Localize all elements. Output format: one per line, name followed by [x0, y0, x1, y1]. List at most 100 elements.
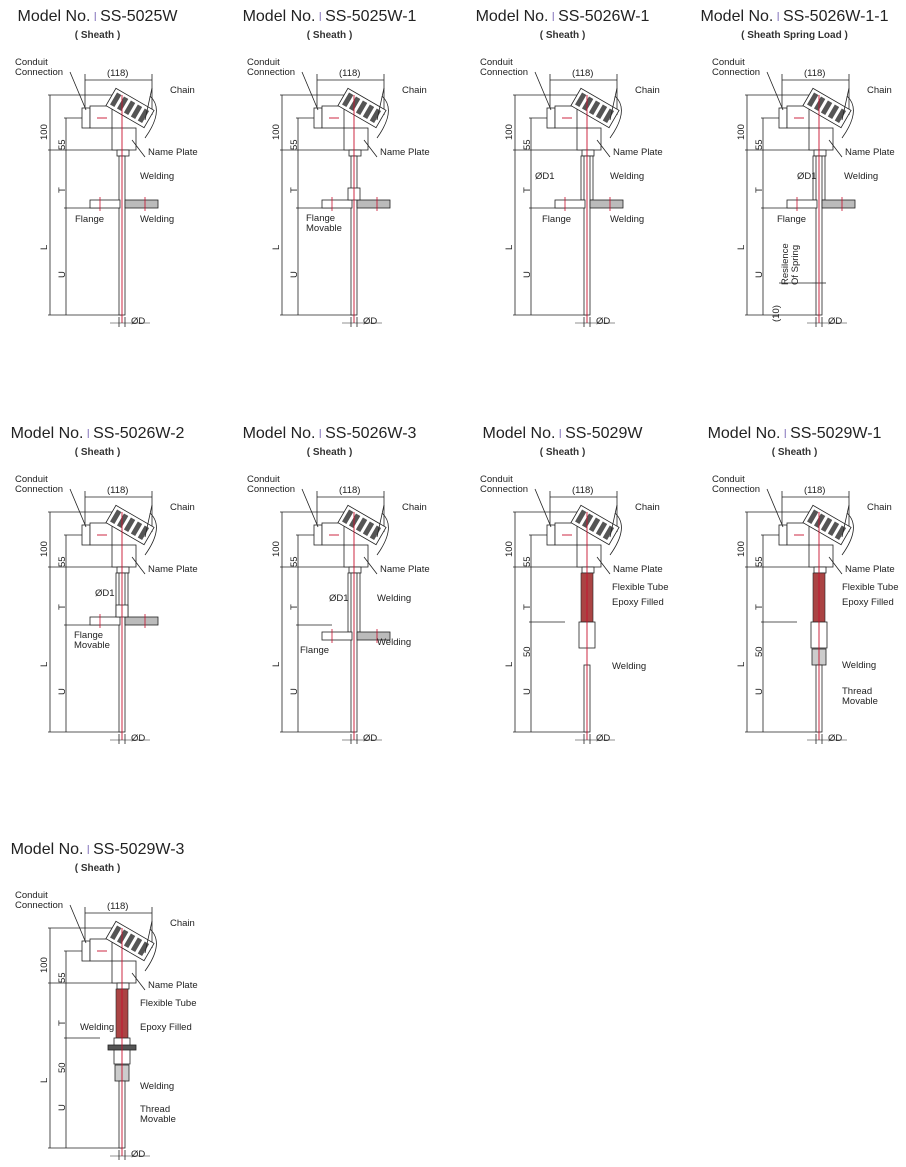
callout-label: 50: [57, 1062, 68, 1073]
flange-right-hatched: [356, 199, 391, 209]
dim-l-label: L: [39, 1077, 50, 1083]
line: [363, 556, 378, 575]
cover-fin: [827, 104, 840, 120]
hex-nut: [116, 566, 130, 574]
callout-label: ØD1: [95, 588, 115, 599]
name-plate-label: Name Plate: [845, 564, 895, 575]
title-prefix: Model No.: [242, 425, 316, 442]
dim-u-label: U: [754, 688, 765, 695]
title-separator: I: [86, 426, 91, 441]
callout-label: 50: [754, 646, 765, 657]
callout-label: ØD1: [797, 171, 817, 182]
chain-icon: [841, 95, 854, 139]
cover-fin: [123, 100, 136, 116]
cover-fin: [362, 104, 375, 120]
line: [841, 87, 850, 121]
callout-label: Thread Movable: [140, 1104, 176, 1125]
cover-fin: [110, 925, 122, 941]
name-plate-label: Name Plate: [380, 564, 430, 575]
callout-label: Welding: [610, 171, 645, 182]
dim-l-label: L: [39, 244, 50, 250]
terminal-body: [321, 105, 345, 129]
callout-label: Flange: [75, 214, 105, 225]
callout-label: Flange: [300, 645, 330, 656]
chain-label: Chain: [402, 85, 427, 96]
dim-d-label: ØD: [596, 733, 611, 744]
hex-nut: [348, 566, 362, 574]
model-subtitle: ( Sheath ): [74, 447, 121, 458]
line: [841, 504, 850, 538]
cover-fin: [137, 108, 150, 124]
chain-icon: [144, 928, 157, 972]
cover-fin: [355, 100, 368, 116]
cover-fin: [342, 509, 354, 525]
cover-fin: [813, 513, 826, 529]
cover-fin: [116, 96, 129, 112]
cover-fin: [130, 104, 143, 120]
callout-label: Epoxy Filled: [842, 597, 894, 608]
dim-100-label: 100: [39, 124, 50, 140]
line: [144, 504, 153, 538]
callout-label: Welding: [844, 171, 879, 182]
model-subtitle: ( Sheath ): [771, 447, 818, 458]
callout-label: Flexible Tube: [612, 582, 669, 593]
flange-left: [554, 199, 586, 209]
thermocouple-drawing: [48, 71, 159, 327]
dim-118-label: (118): [107, 901, 129, 912]
line: [376, 504, 385, 538]
cover-fin: [342, 92, 354, 108]
dim-t-label: T: [57, 1020, 68, 1026]
hex-nut: [581, 566, 595, 574]
model-number: SS-5025W-1: [325, 8, 417, 25]
line: [301, 71, 319, 111]
dim-l-label: L: [736, 244, 747, 250]
cover-fin: [123, 517, 136, 533]
chain-label: Chain: [867, 502, 892, 513]
model-number: SS-5026W-1: [558, 8, 650, 25]
terminal-cover: [802, 504, 852, 546]
name-plate: [343, 127, 369, 151]
callout-label: Epoxy Filled: [612, 597, 664, 608]
dim-t-label: T: [522, 604, 533, 610]
callout-label: Flexible Tube: [140, 998, 197, 1009]
terminal-cover: [105, 87, 155, 129]
dim-t-label: T: [289, 604, 300, 610]
thermocouple-drawing: [513, 488, 622, 744]
title-prefix: Model No.: [707, 425, 781, 442]
title-separator: I: [318, 9, 323, 24]
line: [144, 920, 153, 954]
dim-l-label: L: [271, 244, 282, 250]
title-prefix: Model No.: [482, 425, 556, 442]
name-plate-label: Name Plate: [845, 147, 895, 158]
dim-55-label: 55: [522, 139, 533, 150]
conduit-nut: [313, 524, 323, 546]
chain-icon: [609, 95, 622, 139]
dim-d-label: ØD: [131, 733, 146, 744]
dim-u-label: U: [57, 688, 68, 695]
title-prefix: Model No.: [10, 841, 84, 858]
dim-d-label: ØD: [828, 733, 843, 744]
conduit-nut: [81, 524, 91, 546]
conduit-nut: [81, 940, 91, 962]
dim-t-label: T: [57, 604, 68, 610]
conduit-connection-label: Conduit Connection: [480, 474, 529, 495]
dim-d-label: ØD: [131, 316, 146, 327]
thermocouple-drawing: [48, 904, 157, 1160]
dim-118-label: (118): [339, 68, 361, 79]
chain-icon: [144, 95, 157, 139]
callout-label: Flange: [777, 214, 807, 225]
title-separator: I: [86, 842, 91, 857]
dim-55-label: 55: [289, 556, 300, 567]
cover-fin: [116, 929, 129, 945]
terminal-body: [321, 522, 345, 546]
callout-label: Flange: [542, 214, 572, 225]
cover-fin: [123, 933, 136, 949]
line: [828, 556, 843, 575]
